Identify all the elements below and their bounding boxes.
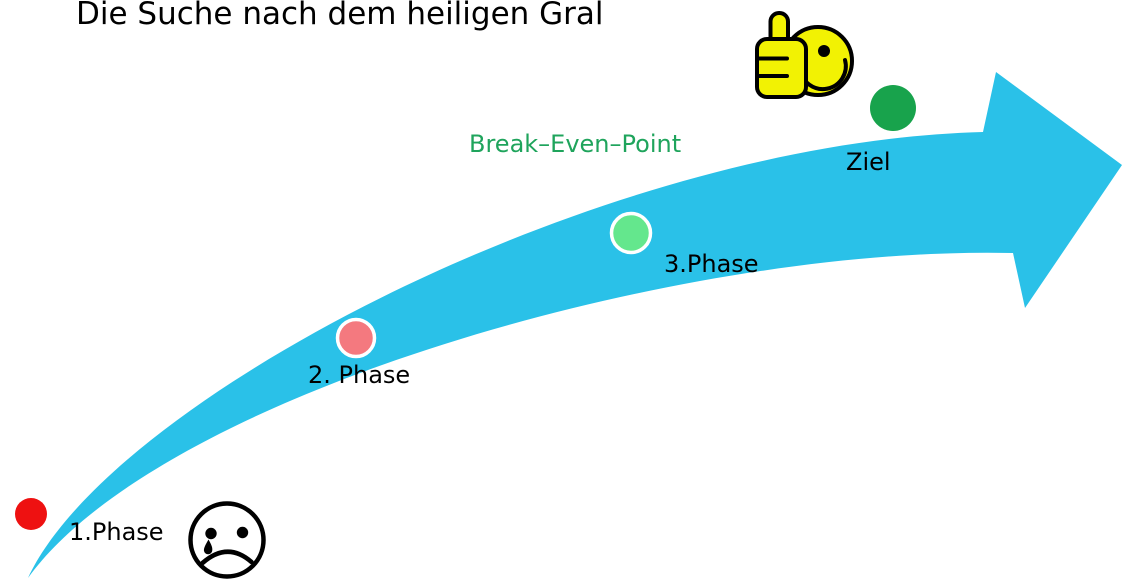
growth-arrow — [28, 72, 1122, 578]
smiley-eye — [818, 45, 830, 57]
phase3-marker — [609, 211, 653, 255]
smiley-knuckle-lines — [755, 56, 789, 78]
sad-face-outline — [188, 501, 266, 579]
phase1-label: 1.Phase — [69, 518, 164, 546]
sad-face-frown-mouth — [200, 549, 254, 566]
sad-face-left-eye — [205, 527, 217, 540]
phase1-marker — [15, 498, 47, 530]
goal-marker — [870, 85, 916, 131]
break-even-point-label: Break–Even–Point — [469, 130, 682, 158]
goal-label: Ziel — [846, 148, 891, 176]
phase3-label: 3.Phase — [664, 250, 759, 278]
page-title: Die Suche nach dem heiligen Gral — [76, 0, 604, 32]
sad-face-tear — [203, 539, 213, 555]
smiley-fist — [755, 37, 808, 99]
sad-face-right-eye — [236, 526, 249, 539]
phase2-label: 2. Phase — [308, 361, 411, 389]
thumbs-up-smiley-icon — [755, 11, 854, 99]
phase2-marker — [335, 317, 377, 359]
sad-crying-face-icon — [188, 501, 266, 579]
